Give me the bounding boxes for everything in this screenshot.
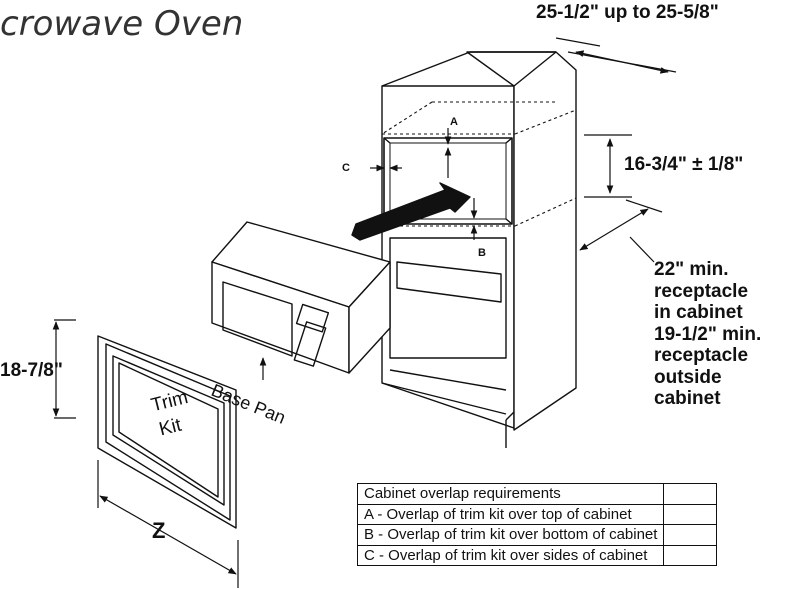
table-cell: B - Overlap of trim kit over bottom of c…	[356, 524, 665, 546]
receptacle-note-line: cabinet	[654, 388, 721, 409]
label-c: C	[342, 162, 350, 174]
table-row: A - Overlap of trim kit over top of cabi…	[356, 503, 718, 525]
microwave	[211, 221, 391, 374]
receptacle-note-line: outside	[654, 366, 722, 388]
trim-width-dimension: Z	[152, 518, 166, 543]
cabinet	[381, 51, 577, 448]
table-row: B - Overlap of trim kit over bottom of c…	[356, 524, 718, 546]
receptacle-note-line: 22" min.	[654, 259, 729, 280]
overlap-requirements-table: Cabinet overlap requirements A - Overlap…	[356, 483, 718, 566]
cabinet-width-dimension: 25-1/2" up to 25-5/8"	[536, 2, 719, 23]
label-a: A	[450, 116, 458, 128]
receptacle-note-line: in cabinet	[654, 302, 743, 323]
trim-height-dimension: 18-7/8"	[0, 360, 63, 381]
label-b: B	[478, 247, 486, 259]
opening-height-dimension: 16-3/4" ± 1/8"	[624, 154, 744, 175]
table-cell: A - Overlap of trim kit over top of cabi…	[356, 503, 665, 525]
insertion-arrow	[351, 182, 471, 241]
page-title: crowave Oven	[0, 4, 244, 44]
table-cell: Cabinet overlap requirements	[356, 483, 665, 505]
table-cell: C - Overlap of trim kit over sides of ca…	[356, 544, 665, 566]
receptacle-note-line: 19-1/2" min.	[654, 323, 762, 345]
receptacle-note-line: receptacle	[654, 345, 749, 366]
dimension-lines	[52, 37, 677, 588]
table-row: Cabinet overlap requirements	[356, 483, 718, 505]
receptacle-note: 22" min. receptacle in cabinet 19-1/2" m…	[654, 259, 761, 410]
receptacle-note-line: receptacle	[654, 280, 749, 302]
table-row: C - Overlap of trim kit over sides of ca…	[356, 544, 718, 566]
